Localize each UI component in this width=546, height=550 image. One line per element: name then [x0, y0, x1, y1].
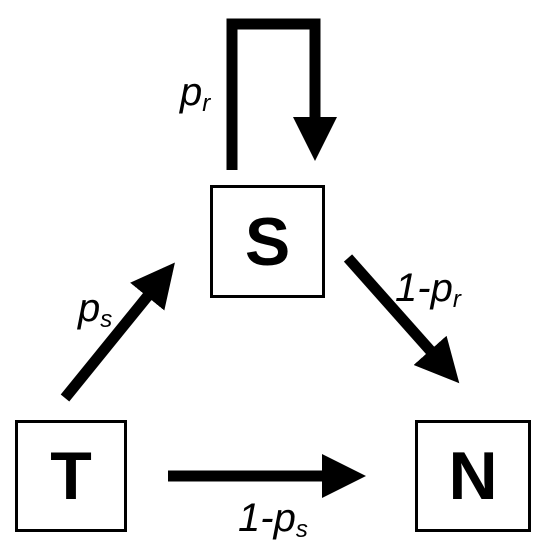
state-s-box: S [210, 185, 325, 298]
edge-label-s-to-n-base: p [430, 266, 453, 310]
edge-label-t-to-n-prefix: 1- [238, 496, 274, 540]
edge-label-s-self: pr [180, 72, 210, 116]
state-t-box: T [15, 420, 127, 532]
state-t-label: T [50, 438, 92, 514]
state-s-label: S [244, 203, 291, 280]
edge-label-t-to-s-base: p [78, 286, 101, 330]
state-n-label: N [448, 438, 498, 514]
edge-label-t-to-s: ps [78, 288, 112, 332]
edge-label-s-to-n: 1-pr [395, 268, 461, 312]
edge-s-self-loop [226, 18, 337, 170]
state-n-box: N [415, 420, 531, 532]
edge-t-to-s [60, 262, 175, 402]
edge-label-t-to-n-sub: s [295, 516, 308, 543]
edge-label-t-to-n: 1-ps [238, 498, 308, 542]
edge-label-s-self-base: p [180, 70, 203, 114]
edge-label-s-to-n-prefix: 1- [395, 266, 431, 310]
edge-label-s-self-sub: r [202, 90, 211, 117]
edge-label-t-to-s-sub: s [100, 306, 113, 333]
edge-label-s-to-n-sub: r [452, 286, 461, 313]
edge-s-to-n [343, 254, 460, 384]
edge-label-t-to-n-base: p [273, 496, 296, 540]
